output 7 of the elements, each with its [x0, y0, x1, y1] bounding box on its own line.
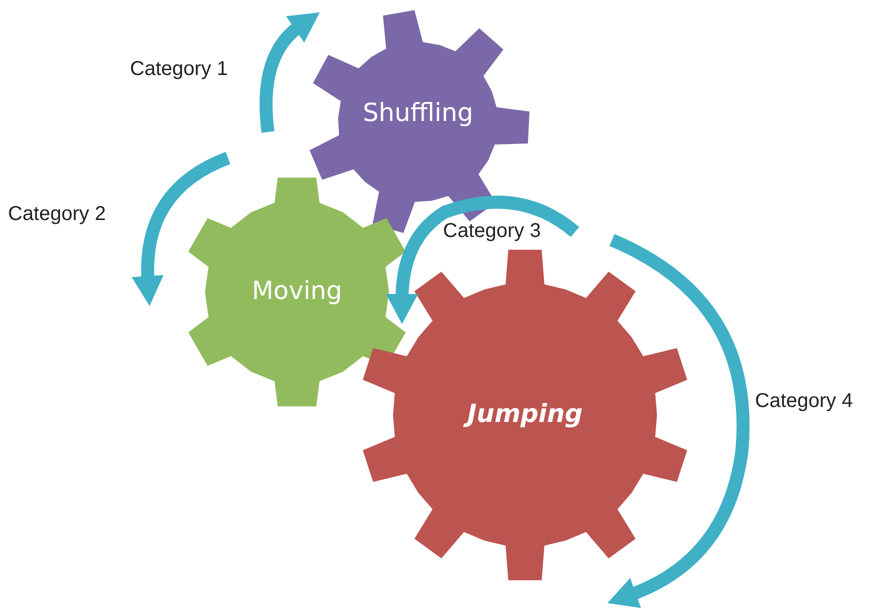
category-label: Category 4: [755, 390, 853, 413]
gear-label: Jumping: [359, 399, 691, 428]
gear-label: Shuffling: [362, 98, 474, 127]
gear-label: Moving: [250, 276, 344, 305]
category-label: Category 2: [8, 203, 106, 226]
category-label: Category 3: [443, 220, 541, 243]
category-label: Category 1: [130, 58, 228, 81]
